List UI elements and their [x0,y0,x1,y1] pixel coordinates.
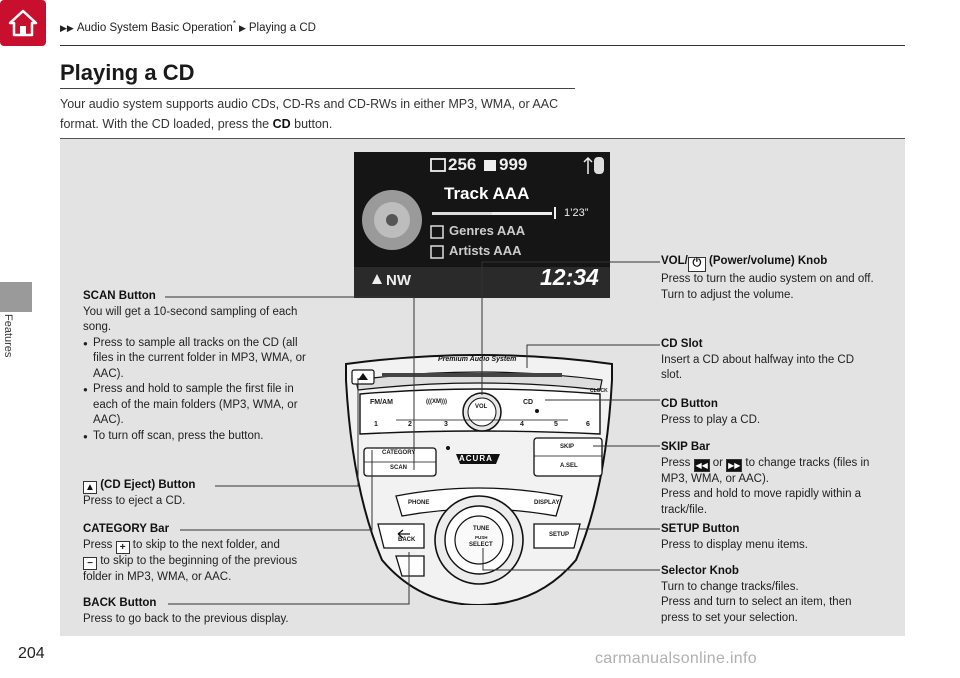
skip-bar[interactable]: SKIP [560,444,575,450]
callout-setup-desc: Press to display menu items. [661,538,809,551]
callout-cd-slot-title: CD Slot [661,338,703,350]
cd-button[interactable]: CD [523,399,534,406]
callout-scan: SCAN Button You will get a 10-second sam… [83,289,318,444]
callout-scan-bullet-3: To turn off scan, press the button. [83,429,318,445]
callout-eject: ▲ (CD Eject) Button Press to eject a CD. [83,478,283,510]
breadcrumb-star: * [232,19,236,28]
intro-text: Your audio system supports audio CDs, CD… [60,97,559,131]
callout-back-title: BACK Button [83,597,157,609]
xm-button[interactable]: (((XM))) [426,399,447,405]
callout-skip-title: SKIP Bar [661,441,711,453]
callout-cd-slot: CD Slot Insert a CD about halfway into t… [661,337,876,384]
skip-forward-icon: ▶▶ [726,458,743,472]
genre-label: Genres AAA [449,223,526,238]
category-bar[interactable]: CATEGORY [382,450,416,456]
callout-eject-desc: Press to eject a CD. [83,495,186,507]
vol-label[interactable]: VOL [475,404,488,410]
preset-3[interactable]: 3 [444,421,448,428]
callout-category: CATEGORY Bar Press + to skip to the next… [83,522,323,585]
chapter-label: Features [2,314,14,358]
header-divider [60,45,905,46]
setup-button[interactable]: SETUP [549,532,570,538]
back-button[interactable]: BACK [398,537,416,543]
preset-1[interactable]: 1 [374,421,378,428]
callout-vol: VOL/⏻ (Power/volume) Knob Press to turn … [661,254,876,303]
callout-skip: SKIP Bar Press ◀◀ or ▶▶ to change tracks… [661,440,876,518]
callout-scan-bullet-2: Press and hold to sample the first file … [83,382,318,429]
callout-vol-desc-2: Turn to adjust the volume. [661,288,794,301]
clock-button[interactable]: CLOCK [590,388,608,394]
eject-icon: ▲ [83,481,97,494]
chapter-tab[interactable] [0,282,32,312]
breadcrumb-arrow-icon: ▶▶ [60,22,74,33]
acura-logo: ACURA [459,454,493,463]
page-number: 204 [18,645,45,662]
breadcrumb-link-audio[interactable]: Audio System Basic Operation [76,21,233,34]
callout-category-title: CATEGORY Bar [83,523,170,535]
plus-icon: + [115,540,130,554]
scan-button[interactable]: SCAN [390,465,408,471]
selector-tune-label[interactable]: TUNE [473,526,490,532]
callout-cd-button-desc: Press to play a CD. [661,413,761,426]
callout-scan-desc: You will get a 10-second sampling of eac… [83,305,298,334]
track-title: Track AAA [444,184,530,203]
power-icon: ⏻ [687,257,706,272]
artist-label: Artists AAA [449,243,522,258]
fm-am-button[interactable]: FM/AM [370,399,393,406]
preset-5[interactable]: 5 [554,421,558,428]
clock-display: 12:34 [540,264,599,290]
selector-push-label: PUSH [475,535,488,540]
callout-cd-button: CD Button Press to play a CD. [661,397,876,428]
callout-eject-title: (CD Eject) Button [100,479,196,491]
asel-button[interactable]: A.SEL [560,463,578,469]
callout-vol-desc-1: Press to turn the audio system on and of… [661,273,874,285]
folder-count: 256 [448,155,477,174]
callout-setup: SETUP Button Press to display menu items… [661,522,876,553]
track-count: 999 [499,155,528,174]
audio-head-unit: Premium Audio System CLOCK FM/AM (((XM))… [338,350,620,605]
callout-cd-slot-desc: Insert a CD about halfway into the CD sl… [661,353,855,382]
compass-heading: NW [386,272,411,289]
breadcrumb: ▶▶Audio System Basic Operation*▶Playing … [60,19,316,34]
callout-scan-title: SCAN Button [83,290,156,302]
preset-2[interactable]: 2 [408,421,412,428]
callout-scan-bullet-1: Press to sample all tracks on the CD (al… [83,336,318,383]
breadcrumb-current: Playing a CD [248,21,316,34]
preset-6[interactable]: 6 [586,421,590,428]
page-title: Playing a CD [60,60,195,85]
callout-selector-title: Selector Knob [661,565,739,577]
display-button[interactable]: DISPLAY [534,500,560,506]
selector-select-label: SELECT [469,542,493,548]
watermark: carmanualsonline.info [595,650,757,667]
breadcrumb-arrow-icon: ▶ [238,22,246,33]
preset-4[interactable]: 4 [520,421,524,428]
callout-selector-desc-1: Turn to change tracks/files. [661,580,799,593]
callout-skip-desc-2: Press and hold to move rapidly within a … [661,488,862,516]
minus-icon: − [83,556,97,570]
premium-audio-label: Premium Audio System [438,356,517,363]
home-icon[interactable] [0,0,46,46]
callout-cd-button-title: CD Button [661,398,718,410]
callout-setup-title: SETUP Button [661,523,740,535]
audio-display-screen: 256 999 Track AAA 1’23” Genres AAA Artis… [354,152,610,298]
callout-back-desc: Press to go back to the previous display… [83,612,289,625]
phone-button[interactable]: PHONE [408,500,430,506]
skip-back-icon: ◀◀ [693,458,710,472]
callout-selector: Selector Knob Turn to change tracks/file… [661,564,876,626]
elapsed-time: 1’23” [564,207,589,219]
callout-selector-desc-2: Press and turn to select an item, then p… [661,596,852,624]
title-divider [60,88,575,89]
callout-back: BACK Button Press to go back to the prev… [83,596,343,627]
